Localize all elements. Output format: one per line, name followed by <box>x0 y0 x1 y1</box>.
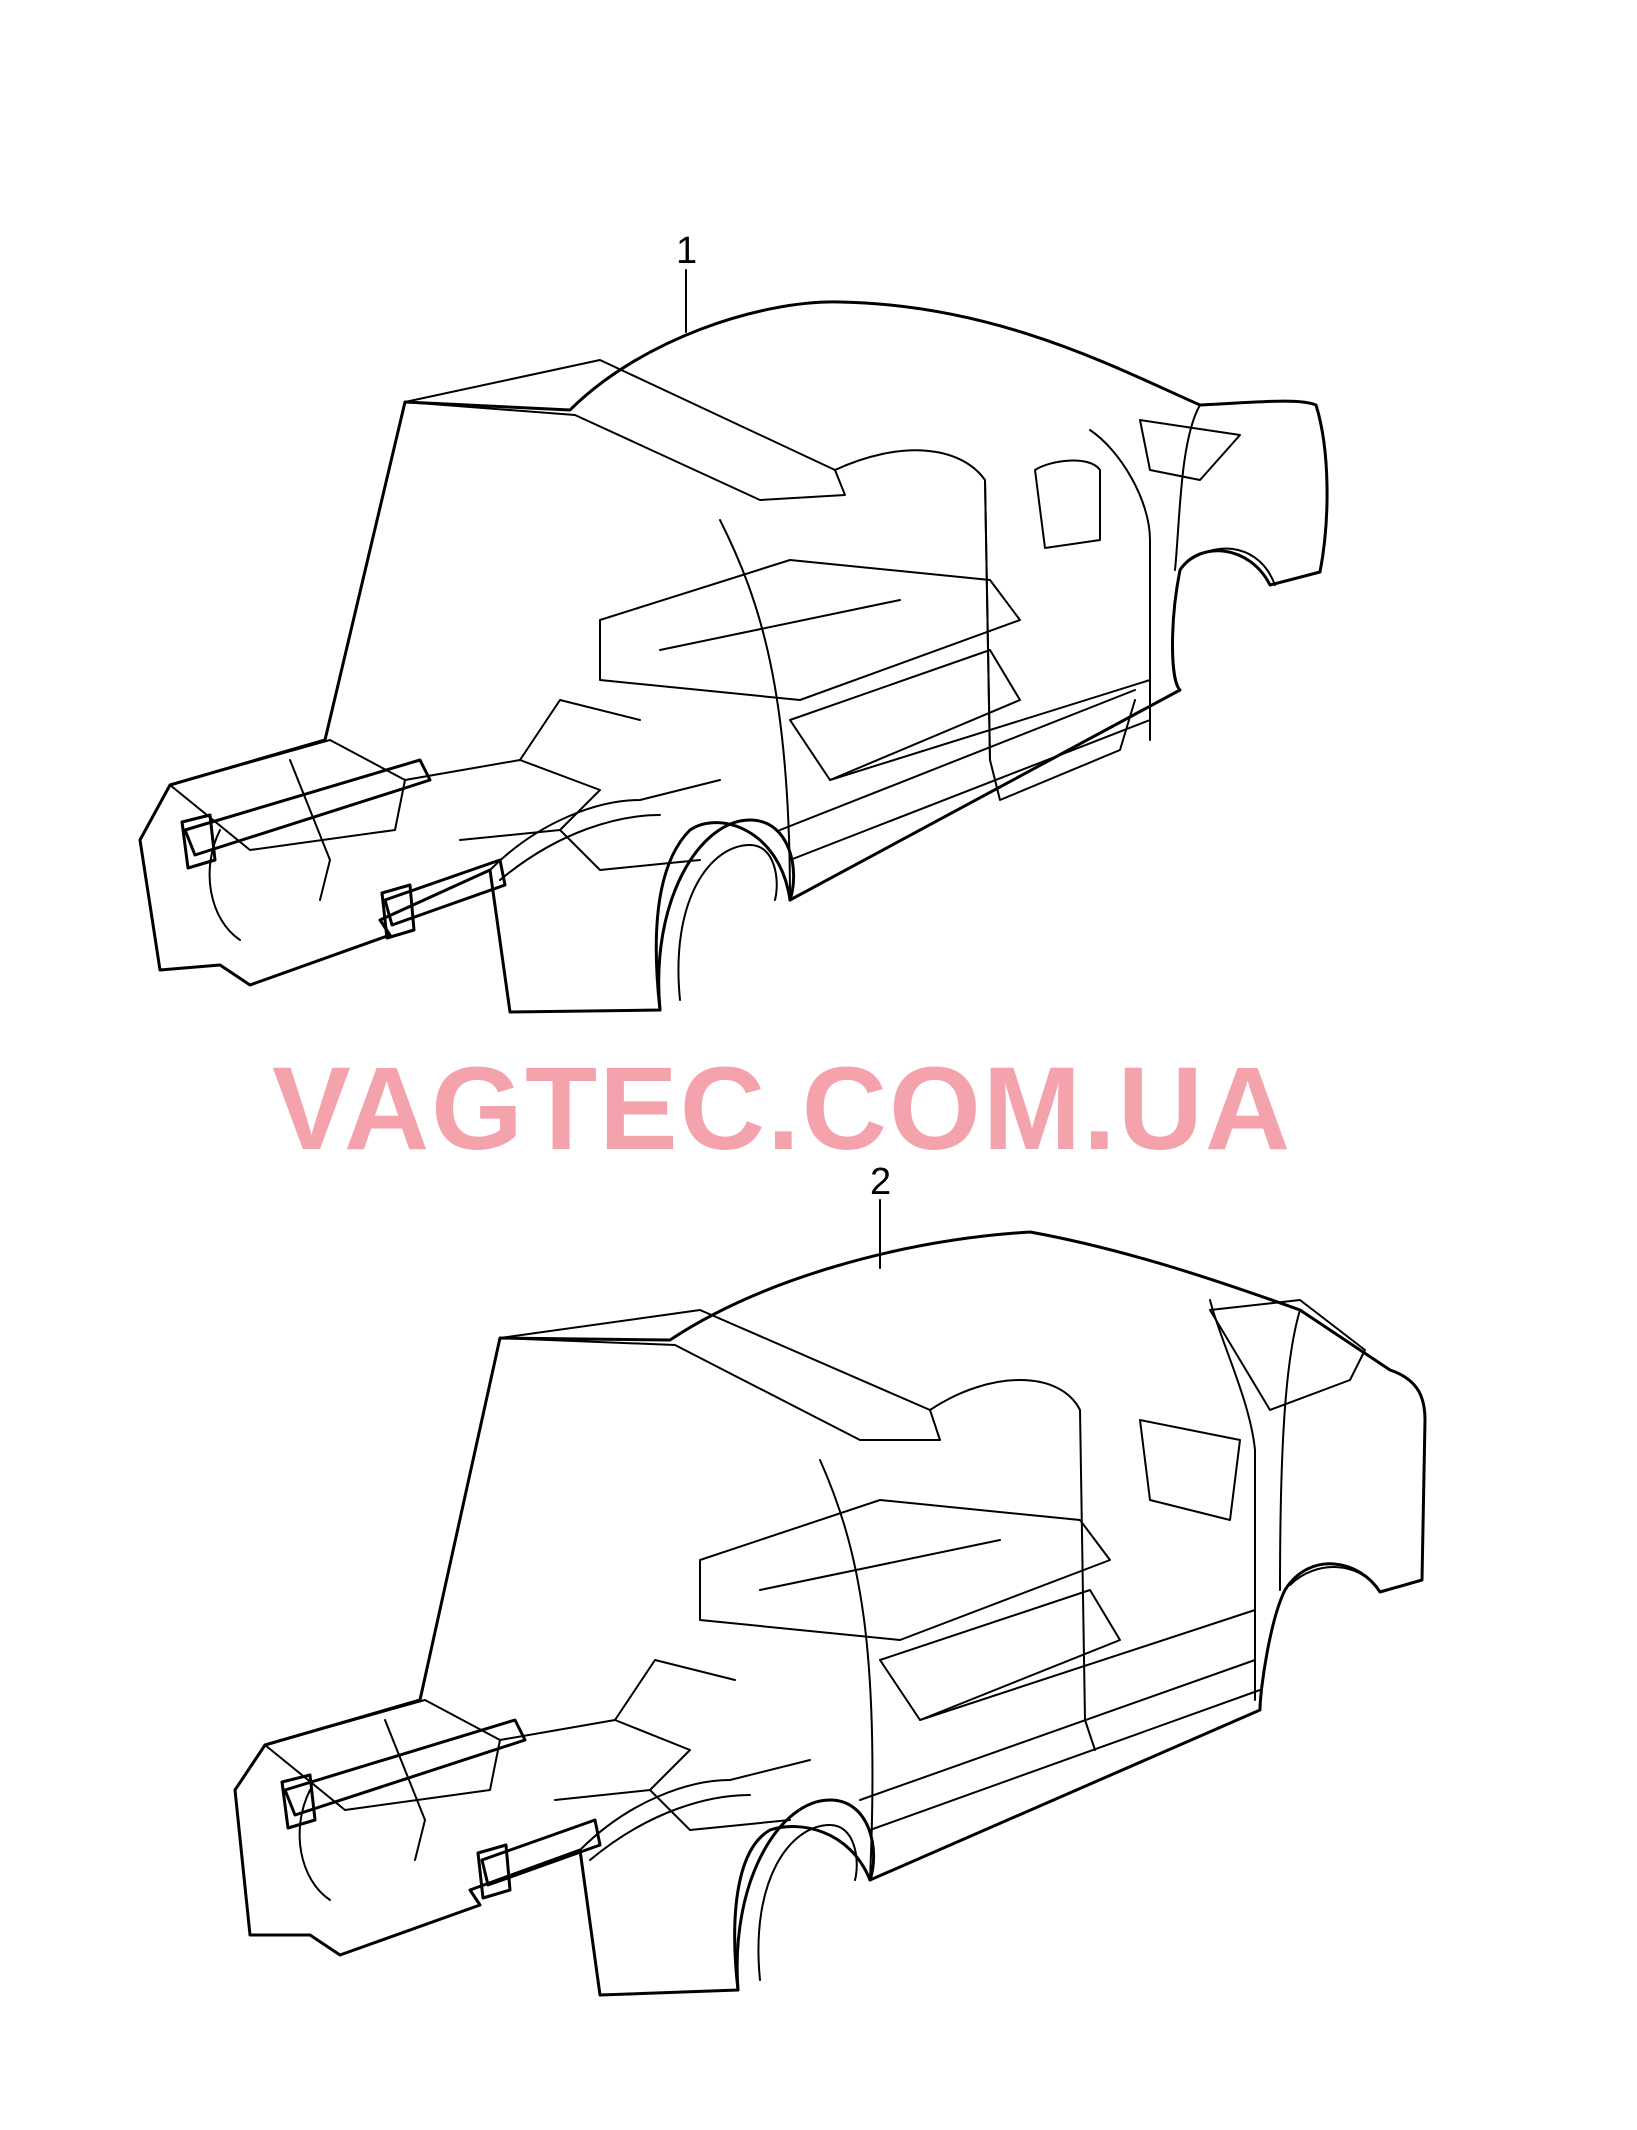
callout-number-1: 1 <box>676 230 698 272</box>
wagon-body-shell <box>233 1199 1427 1997</box>
watermark: VAGTEC.COM.UA <box>272 1043 1293 1175</box>
callout-number-2: 2 <box>870 1161 892 1203</box>
sedan-body-shell <box>138 269 1329 1014</box>
